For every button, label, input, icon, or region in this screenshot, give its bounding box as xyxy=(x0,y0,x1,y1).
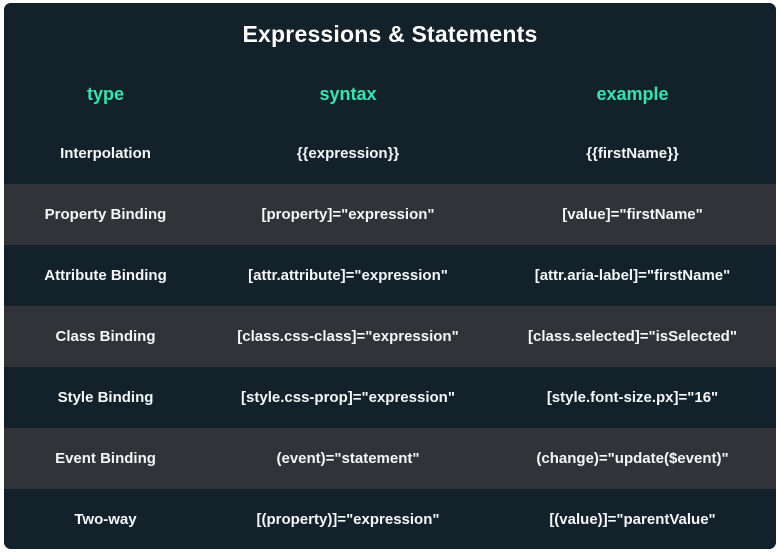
cell-syntax: [(property)]="expression" xyxy=(256,511,440,528)
table-row: Property Binding [property]="expression"… xyxy=(4,184,776,245)
cell-type: Event Binding xyxy=(55,450,156,467)
cell-type: Property Binding xyxy=(44,206,167,223)
table-row: Interpolation {{expression}} {{firstName… xyxy=(4,123,776,184)
table-row: Style Binding [style.css-prop]="expressi… xyxy=(4,367,776,428)
cell-type: Attribute Binding xyxy=(44,267,167,284)
table-header-row: type syntax example xyxy=(4,66,776,123)
cell-example: [value]="firstName" xyxy=(562,206,703,223)
table-row: Class Binding [class.css-class]="express… xyxy=(4,306,776,367)
page-title: Expressions & Statements xyxy=(242,21,538,47)
cell-example: {{firstName}} xyxy=(586,145,679,162)
cell-type: Style Binding xyxy=(57,389,154,406)
cell-type: Interpolation xyxy=(60,145,151,162)
cell-type: Class Binding xyxy=(55,328,156,345)
cell-example: [style.font-size.px]="16" xyxy=(546,389,719,406)
cell-example: [(value)]="parentValue" xyxy=(549,511,716,528)
cell-example: [class.selected]="isSelected" xyxy=(528,328,737,345)
expressions-statements-card: Expressions & Statements type syntax exa… xyxy=(4,3,776,549)
cell-syntax: (event)="statement" xyxy=(276,450,420,467)
column-header-example: example xyxy=(596,84,669,104)
cell-syntax: [attr.attribute]="expression" xyxy=(248,267,448,284)
cell-syntax: [class.css-class]="expression" xyxy=(237,328,459,345)
card-header: Expressions & Statements xyxy=(4,3,776,66)
cell-example: (change)="update($event)" xyxy=(536,450,729,467)
table-row: Two-way [(property)]="expression" [(valu… xyxy=(4,489,776,549)
cell-syntax: {{expression}} xyxy=(296,145,400,162)
table-row: Attribute Binding [attr.attribute]="expr… xyxy=(4,245,776,306)
table-row: Event Binding (event)="statement" (chang… xyxy=(4,428,776,489)
cell-syntax: [property]="expression" xyxy=(261,206,435,223)
bindings-table: type syntax example Interpolation {{expr… xyxy=(4,66,776,549)
column-header-type: type xyxy=(86,84,124,104)
cell-type: Two-way xyxy=(74,511,137,528)
cell-syntax: [style.css-prop]="expression" xyxy=(241,389,455,406)
cell-example: [attr.aria-label]="firstName" xyxy=(534,267,731,284)
column-header-syntax: syntax xyxy=(319,84,377,104)
